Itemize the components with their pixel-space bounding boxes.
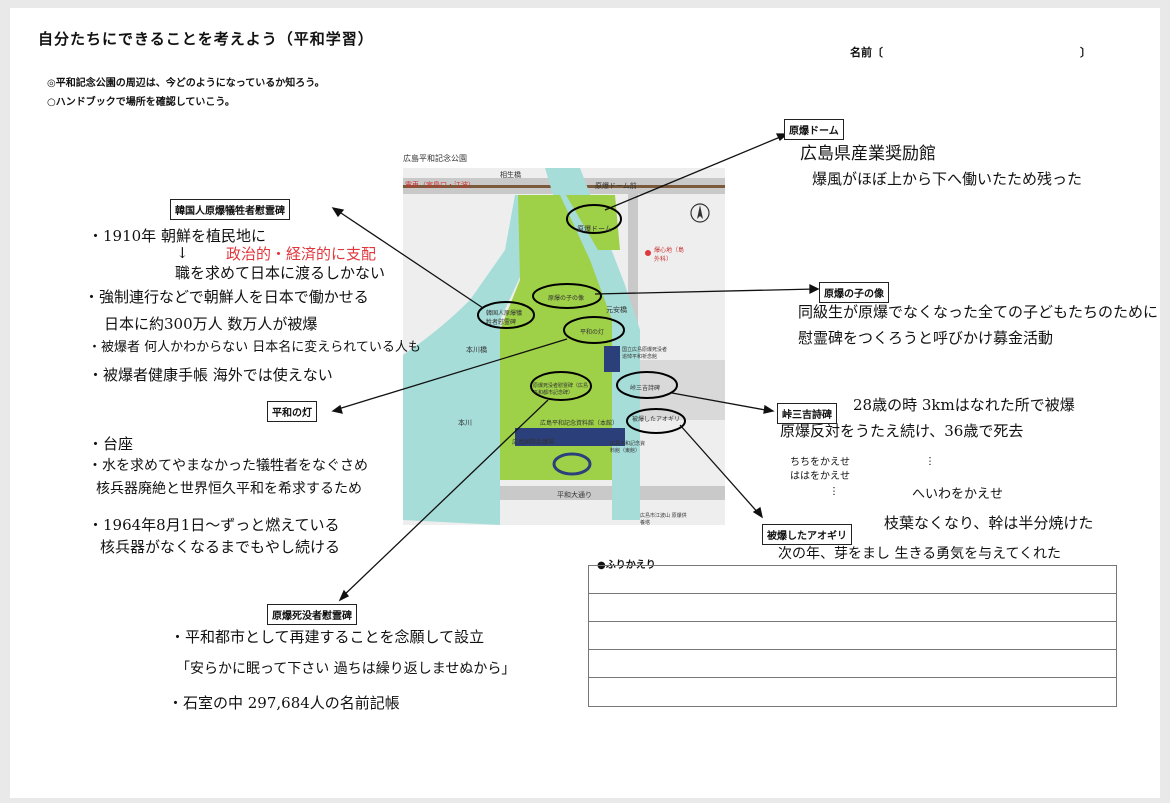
cenotaph-note-3: ・石室の中 297,684人の名前記帳 (168, 694, 400, 712)
map-label-conference: 広島国際会議場 (512, 439, 555, 446)
map-label-tram: 電車（宮島口・江波） (405, 181, 475, 189)
map-label-dome-stop: 原爆ドーム前 (595, 182, 637, 190)
korean-arrow-down: ↓ (176, 244, 189, 262)
name-label: 名前〔 (850, 46, 883, 59)
toge-note-6: ︙ (925, 457, 935, 468)
korean-note-1: ・1910年 朝鮮を植民地に (88, 227, 266, 245)
callout-arrows (331, 133, 820, 602)
map-label-south-site: 広島市江波山 原爆供養塔 (640, 513, 687, 526)
map-label-dome: 原爆ドーム (577, 225, 612, 233)
flame-note-3: 核兵器廃絶と世界恒久平和を希求するため (96, 481, 362, 497)
korean-note-5: 日本に約300万人 数万人が被爆 (104, 315, 318, 333)
map-label-honkawa-bridge: 本川橋 (466, 346, 487, 354)
map-fountain (552, 452, 592, 476)
intro-line-1: ◎平和記念公園の周辺は、今どのようになっているか知ろう。 (47, 78, 325, 89)
map-oval-aogiri (626, 408, 686, 434)
reflection-line[interactable] (589, 566, 1116, 594)
child-note-1: 同級生が原爆でなくなった全ての子どもたちのために (798, 303, 1159, 321)
reflection-line[interactable] (589, 594, 1116, 622)
map-museum-building (515, 428, 625, 446)
korean-note-4: ・強制連行などで朝鮮人を日本で働かせる (84, 288, 369, 306)
flame-note-4: ・1964年8月1日～ずっと燃えている (88, 516, 340, 534)
flame-note-2: ・水を求めてやまなかった犠牲者をなぐさめ (88, 458, 368, 474)
toge-note-7: へいわをかえせ (912, 487, 1004, 502)
cenotaph-note-1: ・平和都市として再建することを念願して設立 (170, 628, 485, 646)
korean-note-7: ・被爆者健康手帳 海外では使えない (88, 366, 333, 384)
name-bracket-close: 〕 (1080, 46, 1091, 59)
map-label-motoyasu-bridge: 元安橋 (606, 306, 627, 314)
map-label-aioi-bridge: 相生橋 (500, 171, 521, 179)
map-label-child: 原爆の子の像 (548, 295, 585, 302)
map-label-hypocenter: 爆心地（島外科） (654, 247, 685, 263)
map-title: 広島平和記念公園 (403, 154, 467, 163)
korean-note-2: 政治的・経済的に支配 (226, 245, 377, 263)
flame-note-5: 核兵器がなくなるまでもやし続ける (100, 538, 341, 556)
reflection-line[interactable] (589, 650, 1116, 678)
label-toge-poem: 峠三吉詩碑 (777, 403, 837, 424)
map-river-hon (403, 195, 540, 525)
map-label-honkawa: 本川 (458, 419, 472, 427)
map-label-flame: 平和の灯 (580, 329, 605, 336)
korean-note-3: 職を求めて日本に渡るしかない (175, 264, 386, 282)
map-oval-korean (477, 301, 535, 329)
map-label-museum-main: 広島平和記念資料館（本館） (540, 420, 619, 427)
aogiri-note-2: 次の年、芽をまし 生きる勇気を与えてくれた (778, 546, 1062, 562)
map-oval-flame (563, 316, 625, 344)
toge-note-5: ︙ (829, 487, 839, 498)
map-label-peace-boulevard: 平和大通り (557, 491, 592, 499)
map-label-memorial-hall: 国立広島原爆死没者追悼平和祈念館 (622, 347, 668, 360)
label-genbaku-dome: 原爆ドーム (784, 119, 844, 140)
map-label-aogiri: 被爆したアオギリ (632, 416, 681, 423)
name-field[interactable]: 名前〔 〕 (850, 44, 1091, 60)
child-note-2: 慰霊碑をつくろうと呼びかけ募金活動 (798, 329, 1054, 347)
map-label-museum-east: 広島平和記念資料館（東館） (610, 441, 646, 454)
map-park-main (500, 195, 612, 480)
map-oval-toge (616, 371, 678, 399)
map-label-toge: 峠三吉詩碑 (630, 385, 661, 392)
north-arrow-icon (690, 203, 710, 223)
aogiri-note-1: 枝葉なくなり、幹は半分焼けた (884, 514, 1094, 532)
label-korean-memorial: 韓国人原爆犠牲者慰霊碑 (170, 199, 290, 220)
reflection-box[interactable] (588, 565, 1117, 707)
north-arrow-needle (697, 205, 703, 219)
toge-note-1: 28歳の時 3kmはなれた所で被爆 (853, 396, 1075, 414)
label-peace-flame: 平和の灯 (267, 401, 317, 422)
label-aogiri-tree: 被爆したアオギリ (762, 524, 852, 545)
flame-note-1: ・台座 (88, 435, 134, 453)
toge-note-2: 原爆反対をうたえ続け、36歳で死去 (780, 422, 1024, 440)
reflection-line[interactable] (589, 622, 1116, 650)
label-cenotaph: 原爆死没者慰霊碑 (267, 604, 357, 625)
map-block-east (640, 360, 725, 420)
page-title: 自分たちにできることを考えよう（平和学習） (38, 30, 374, 48)
reflection-line[interactable] (589, 678, 1116, 705)
korean-note-6: ・被爆者 何人かわからない 日本名に変えられている人も (88, 340, 421, 355)
toge-note-4: ははをかえせ (790, 471, 850, 482)
map-oval-child (532, 283, 602, 309)
dome-note-1: 広島県産業奨励館 (800, 144, 936, 164)
map-oval-cenotaph (530, 371, 592, 401)
cenotaph-note-2: 「安らかに眠って下さい 過ちは繰り返しませぬから」 (176, 661, 516, 677)
map-label-korean: 韓国人原爆犠牲者慰霊碑 (486, 310, 523, 326)
map-label-cenotaph: 原爆死没者慰霊碑（広島平和都市記念碑） (533, 383, 589, 396)
map-memorial-hall (604, 346, 620, 372)
map-hypocenter-dot (645, 250, 651, 256)
map-oval-dome (566, 204, 622, 234)
intro-line-2: ○ハンドブックで場所を確認していこう。 (47, 97, 235, 108)
label-child-statue: 原爆の子の像 (819, 282, 889, 303)
toge-note-3: ちちをかえせ (790, 457, 850, 468)
dome-note-2: 爆風がほぼ上から下へ働いたため残った (812, 170, 1083, 188)
